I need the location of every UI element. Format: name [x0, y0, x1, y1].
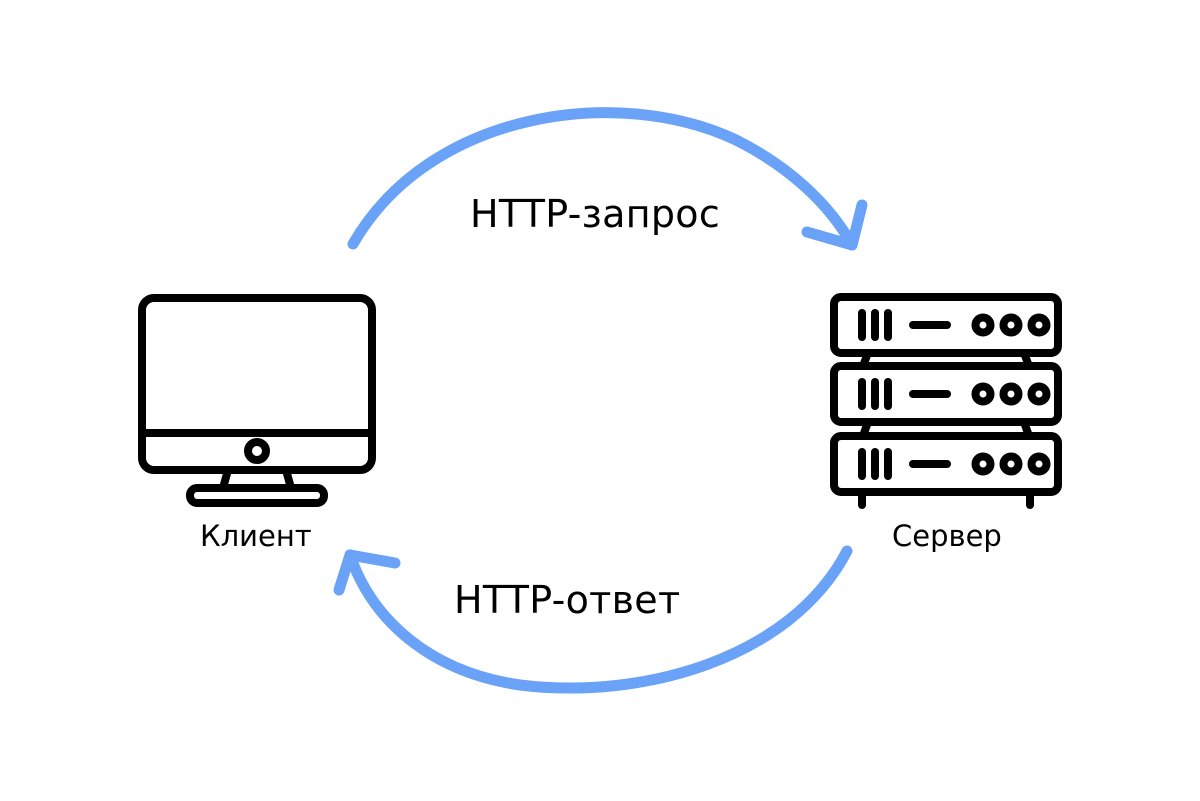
server-label: Сервер	[892, 519, 1002, 553]
request-arrow	[347, 107, 868, 251]
server-rack-icon	[830, 293, 1062, 509]
response-label: HTTP-ответ	[454, 578, 681, 622]
response-arrow	[333, 545, 853, 694]
request-label: HTTP-запрос	[470, 192, 721, 236]
client-label: Клиент	[200, 519, 312, 553]
desktop-monitor-icon	[138, 294, 376, 507]
